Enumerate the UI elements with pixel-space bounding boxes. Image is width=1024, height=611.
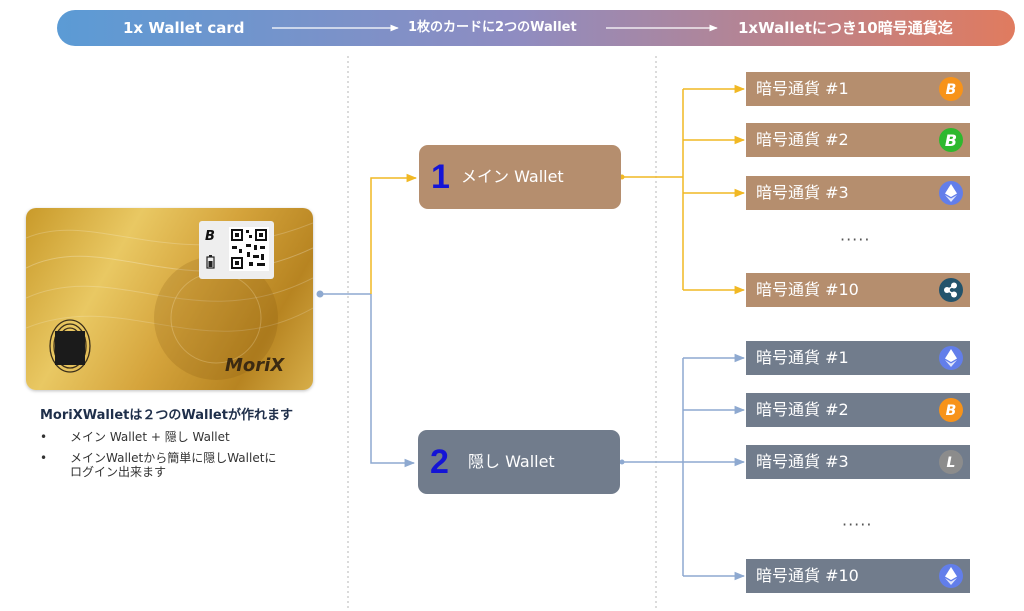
bitcoin-cash-icon: B bbox=[939, 128, 963, 152]
card-description-title: MoriXWalletは２つのWalletが作れます bbox=[40, 408, 293, 423]
main-wallet-label: メイン Wallet bbox=[461, 167, 564, 186]
wallet-card: B MoriX bbox=[26, 208, 313, 390]
ripple-icon bbox=[939, 278, 963, 302]
card-display-panel: B bbox=[199, 221, 274, 279]
link-to-main-wallet bbox=[370, 173, 418, 294]
svg-text:B: B bbox=[945, 131, 957, 150]
card-description-bullet-2-cont: ログイン出来ます bbox=[70, 465, 167, 479]
card-description-bullet-2: •メインWalletから簡単に隠しWalletに bbox=[40, 451, 277, 465]
hidden-crypto-ellipsis: ····· bbox=[842, 515, 873, 534]
bitcoin-symbol-icon: B bbox=[205, 229, 215, 243]
wallet-number-2: 2 bbox=[430, 443, 449, 481]
banner-step-2: 1枚のカードに2つのWallet bbox=[408, 20, 577, 35]
svg-text:B: B bbox=[205, 229, 215, 243]
svg-text:B: B bbox=[946, 82, 957, 98]
hidden-wallet-box: 2 隠し Wallet bbox=[418, 430, 620, 494]
hidden-crypto-10: 暗号通貨 #10 bbox=[746, 559, 970, 593]
ethereum-icon bbox=[939, 564, 963, 588]
hidden-crypto-2: 暗号通貨 #2 B bbox=[746, 393, 970, 427]
card-description-bullet-1: •メイン Wallet + 隠し Wallet bbox=[40, 430, 230, 444]
qr-code-icon bbox=[229, 227, 269, 271]
banner: 1x Wallet card 1枚のカードに2つのWallet 1xWallet… bbox=[57, 10, 1015, 46]
ethereum-icon bbox=[939, 346, 963, 370]
link-to-hidden-wallet bbox=[370, 294, 416, 468]
hidden-crypto-3: 暗号通貨 #3 L bbox=[746, 445, 970, 479]
hidden-wallet-label: 隠し Wallet bbox=[468, 452, 555, 471]
main-crypto-3: 暗号通貨 #3 bbox=[746, 176, 970, 210]
litecoin-icon: L bbox=[939, 450, 963, 474]
bitcoin-icon: B bbox=[939, 77, 963, 101]
main-crypto-ellipsis: ····· bbox=[840, 230, 871, 249]
main-crypto-2: 暗号通貨 #2 B bbox=[746, 123, 970, 157]
wallet-number-1: 1 bbox=[431, 158, 450, 196]
card-pattern bbox=[26, 222, 313, 380]
hidden-crypto-1: 暗号通貨 #1 bbox=[746, 341, 970, 375]
main-crypto-1: 暗号通貨 #1 B bbox=[746, 72, 970, 106]
battery-icon bbox=[206, 255, 215, 269]
main-crypto-10: 暗号通貨 #10 bbox=[746, 273, 970, 307]
main-wallet-box: 1 メイン Wallet bbox=[419, 145, 621, 209]
svg-text:L: L bbox=[947, 455, 956, 471]
banner-step-3: 1xWalletにつき10暗号通貨迄 bbox=[738, 19, 953, 37]
bitcoin-icon: B bbox=[939, 398, 963, 422]
banner-step-1: 1x Wallet card bbox=[123, 19, 245, 37]
ethereum-icon bbox=[939, 181, 963, 205]
morix-logo: MoriX bbox=[225, 355, 285, 376]
fingerprint-sensor-icon bbox=[49, 319, 91, 373]
svg-text:B: B bbox=[946, 403, 957, 419]
